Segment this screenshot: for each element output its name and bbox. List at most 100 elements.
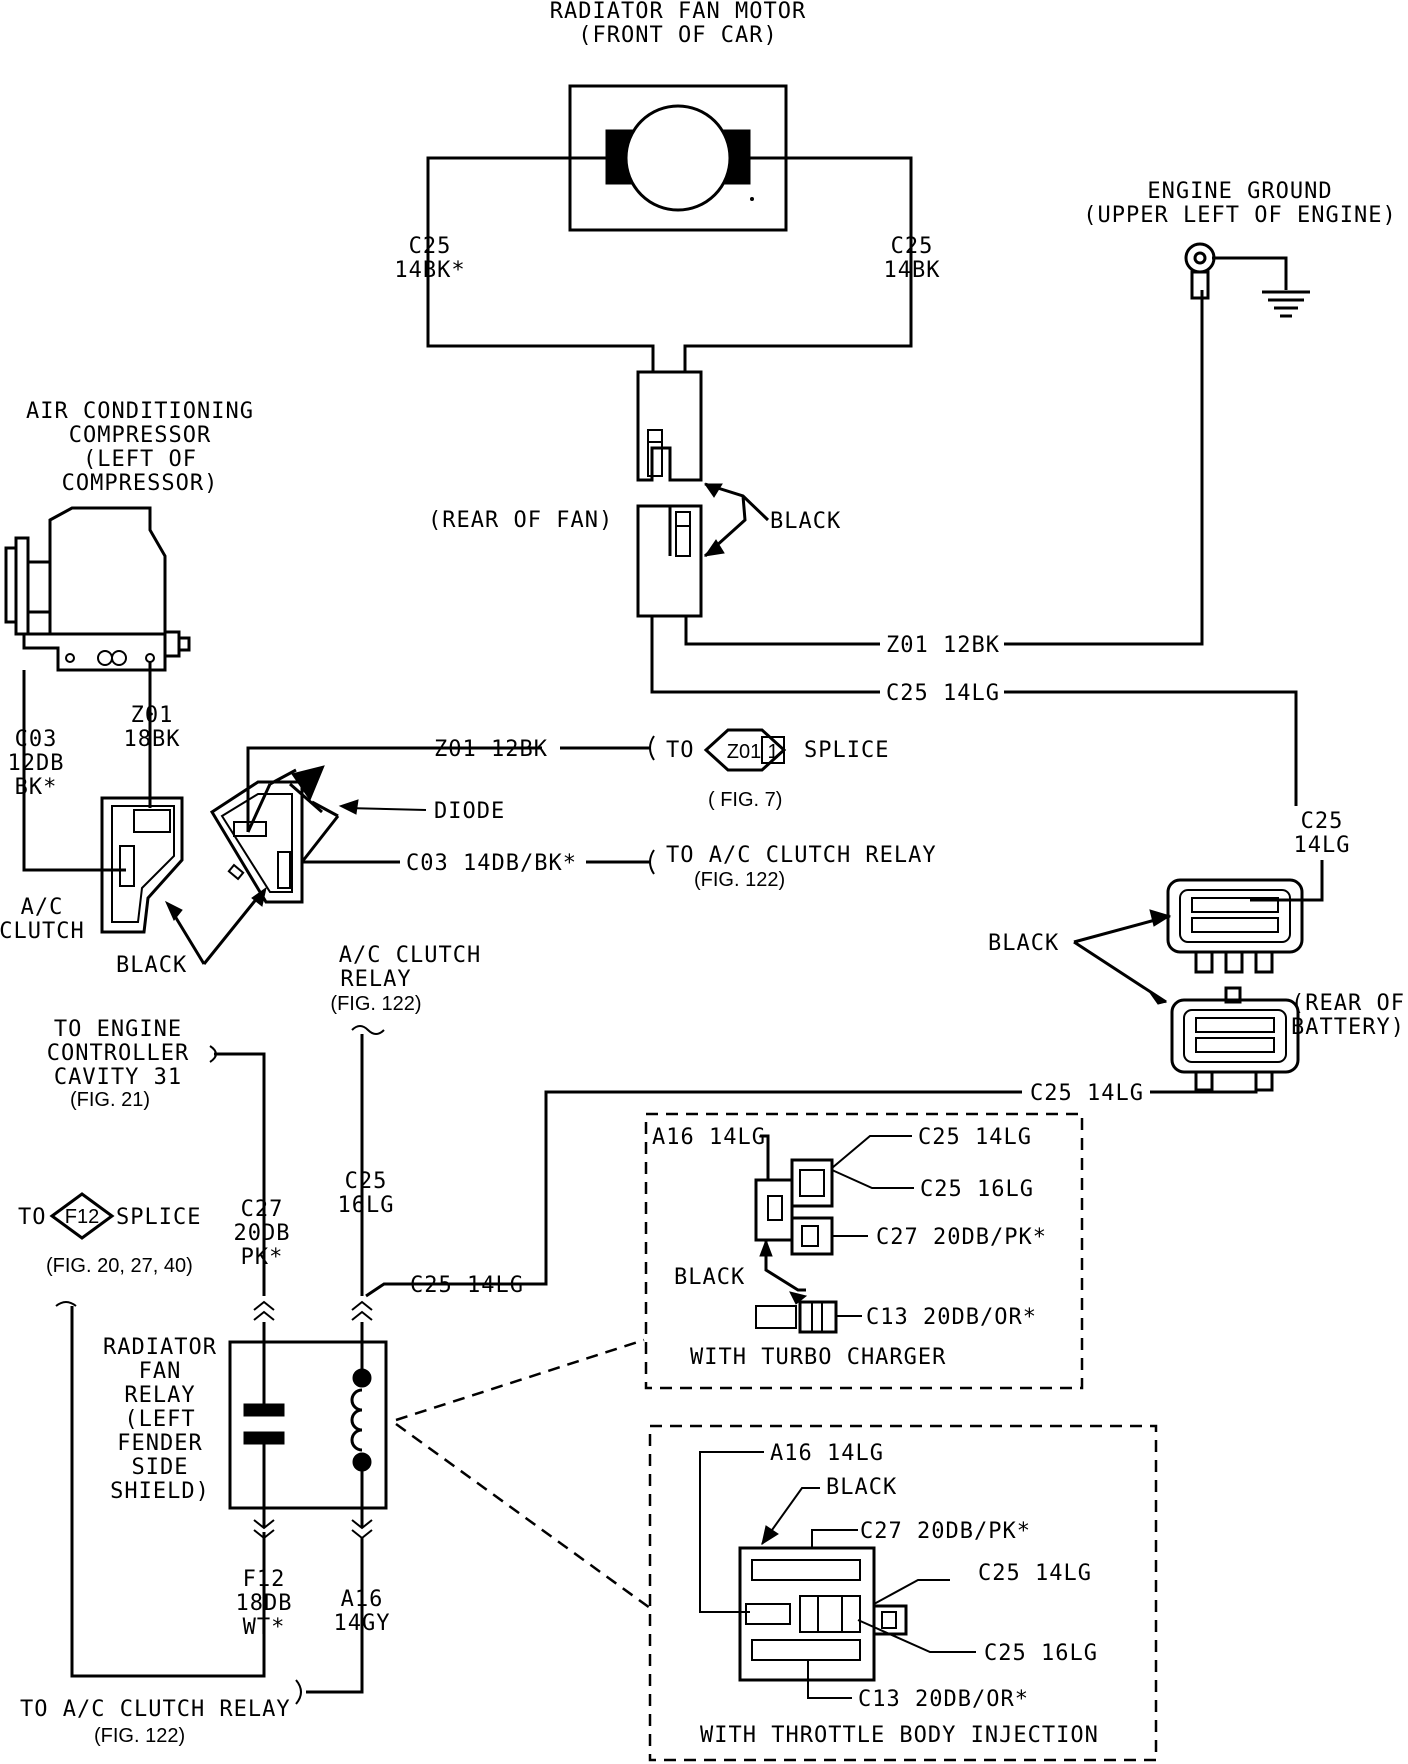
tbi-c25-14lg-leader	[873, 1579, 950, 1605]
to-engine-controller-3: CAVITY 31	[54, 1065, 182, 1090]
ac-clutch-label-2: CLUTCH	[0, 919, 85, 944]
wire-a16-14gy	[306, 1538, 364, 1694]
to-f12-word: TO	[18, 1205, 47, 1230]
rear-of-battery-label: (REAR OF	[1291, 991, 1405, 1016]
ac-compressor-location-2: COMPRESSOR)	[62, 471, 219, 496]
tbi-relay-connector	[738, 1546, 908, 1682]
tbi-c27-label: C27 20DB/PK*	[860, 1519, 1031, 1544]
f12-circuit: F12	[243, 1567, 286, 1592]
fan-connector	[636, 370, 703, 618]
c25-left-circuit: C25	[409, 234, 452, 259]
ac-clutch-label: A/C	[21, 895, 64, 920]
turbo-c25-14lg-label: C25 14LG	[918, 1125, 1032, 1150]
ac-clutch-relay-title-2: RELAY	[340, 967, 411, 992]
fan-motor-title: RADIATOR FAN MOTOR	[550, 0, 806, 24]
connector-chevron-c25	[351, 1300, 373, 1321]
wire-z01-12bk-ground	[1004, 290, 1204, 646]
wire-break-ac-top	[649, 849, 655, 875]
black-battery-label: BLACK	[988, 931, 1059, 956]
tbi-c13-label: C13 20DB/OR*	[858, 1687, 1029, 1712]
wire-f12-18db	[70, 1306, 266, 1678]
c03-gauge: 12DB	[8, 751, 65, 776]
z01-12bk-splice-label: Z01 12BK	[434, 737, 548, 762]
c03-circuit: C03	[15, 727, 58, 752]
c25-14lg-right-gauge: 14LG	[1294, 833, 1351, 858]
splice-pin: 1	[767, 741, 778, 763]
diode-icon	[246, 765, 340, 863]
turbo-c25-16lg-leader	[831, 1169, 914, 1189]
diode-label: DIODE	[434, 799, 505, 824]
engine-ground-location: (UPPER LEFT OF ENGINE)	[1083, 203, 1396, 228]
turbo-relay-connector	[754, 1158, 834, 1256]
fig122-bottom-label: (FIG. 122)	[94, 1725, 185, 1747]
f12-gauge: 18DB	[236, 1591, 293, 1616]
rad-fan-relay-title-2: FAN	[139, 1359, 182, 1384]
fig7-label: ( FIG. 7)	[708, 789, 782, 811]
wire-break-ac-relay	[351, 1025, 385, 1035]
radiator-fan-relay	[228, 1322, 388, 1528]
engine-ground-title: ENGINE GROUND	[1147, 179, 1332, 204]
black-clutch-label: BLACK	[116, 953, 187, 978]
tbi-a16-label: A16 14LG	[770, 1441, 884, 1466]
f12-splice-id: F12	[65, 1206, 99, 1228]
tbi-a16-leader	[699, 1451, 764, 1613]
rad-fan-relay-location-3: SIDE	[132, 1455, 189, 1480]
f12-splice-word: SPLICE	[116, 1205, 201, 1230]
to-engine-controller-fig: (FIG. 21)	[70, 1089, 150, 1111]
a16-circuit: A16	[341, 1587, 384, 1612]
turbo-black-label: BLACK	[674, 1265, 745, 1290]
wire-c25-14bk-right	[683, 156, 913, 372]
turbo-c13-label: C13 20DB/OR*	[866, 1305, 1037, 1330]
diode-connector	[209, 780, 304, 904]
ac-compressor-icon	[4, 506, 191, 672]
c25-14lg-fan-label: C25 14LG	[886, 681, 1000, 706]
turbo-detail-box	[644, 1112, 1084, 1390]
turbo-c25-14lg-leader	[831, 1135, 912, 1169]
c25-14lg-relay-label: C25 14LG	[410, 1273, 524, 1298]
wire-c25-14lg-battery-out	[1150, 1072, 1258, 1094]
wire-c25-14lg-battery	[1004, 690, 1298, 806]
tbi-c25-16lg-label: C25 16LG	[984, 1641, 1098, 1666]
wire-c25-14lg-fan	[650, 616, 880, 694]
turbo-a16-label: A16 14LG	[652, 1125, 766, 1150]
turbo-c27-label: C27 20DB/PK*	[876, 1225, 1047, 1250]
rad-fan-relay-location: (LEFT	[124, 1407, 195, 1432]
turbo-a16-wire	[760, 1134, 770, 1180]
to-engine-controller-2: CONTROLLER	[47, 1041, 189, 1066]
c27-gauge: 20DB	[234, 1221, 291, 1246]
detail-leader-tbi	[395, 1422, 651, 1610]
splice-word: SPLICE	[804, 738, 889, 763]
c25-16lg-circuit: C25	[345, 1169, 388, 1194]
wire-z01-12bk-fan	[684, 616, 880, 646]
splice-id: Z01	[727, 741, 761, 763]
detail-leader-turbo	[395, 1338, 645, 1422]
z01-18bk-gauge: 18BK	[124, 727, 181, 752]
tbi-c13-leader	[807, 1660, 852, 1699]
z01-splice-diamond-icon	[703, 728, 787, 772]
fig122-top-label: (FIG. 122)	[694, 869, 785, 891]
tbi-title: WITH THROTTLE BODY INJECTION	[700, 1723, 1099, 1748]
turbo-black-leader	[764, 1240, 806, 1292]
c25-left-gauge: 14BK*	[394, 258, 465, 283]
connector-chevron-c27	[253, 1300, 275, 1321]
c25-16lg-gauge: 16LG	[338, 1193, 395, 1218]
wire-c25-14lg-to-battery-connector	[1250, 860, 1324, 902]
ac-clutch-relay-title: A/C CLUTCH	[339, 943, 481, 968]
z01-12bk-fan-label: Z01 12BK	[886, 633, 1000, 658]
turbo-c25-16lg-label: C25 16LG	[920, 1177, 1034, 1202]
rad-fan-relay-title-3: RELAY	[124, 1383, 195, 1408]
black-fan-label: BLACK	[770, 509, 841, 534]
tbi-c25-16lg-leader	[857, 1619, 976, 1653]
diode-leader	[345, 807, 427, 811]
to-engine-controller: TO ENGINE	[54, 1017, 182, 1042]
f12-fig-label: (FIG. 20, 27, 40)	[46, 1255, 193, 1277]
to-ac-clutch-relay-top: TO A/C CLUTCH RELAY	[666, 843, 937, 868]
tbi-black-label: BLACK	[826, 1475, 897, 1500]
rad-fan-relay-title: RADIATOR	[103, 1335, 217, 1360]
ac-compressor-location: (LEFT OF	[83, 447, 197, 472]
z01-18bk-circuit: Z01	[131, 703, 174, 728]
to-ac-clutch-relay-bottom: TO A/C CLUTCH RELAY	[20, 1697, 291, 1722]
wire-c03-12db	[22, 670, 126, 872]
